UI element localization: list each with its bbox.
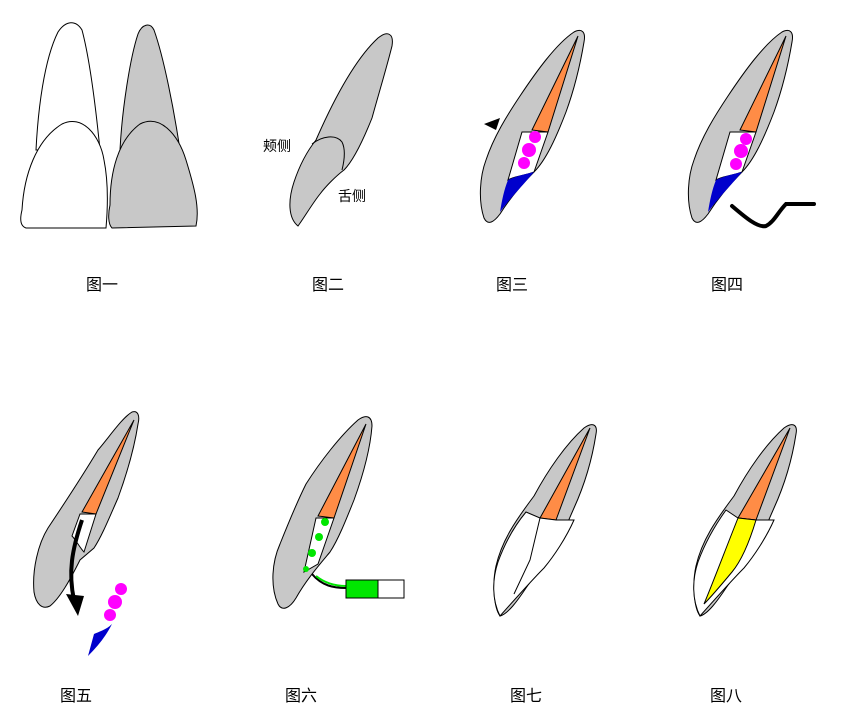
lingual-side-label: 舌侧	[338, 189, 366, 205]
tooth-before-white	[20, 22, 108, 229]
figure-1	[20, 22, 198, 229]
figure-3	[479, 29, 585, 223]
irrigant-drop	[308, 549, 316, 557]
removal-arrow-shaft	[69, 519, 84, 601]
figure-5	[33, 411, 140, 656]
caption-figure-4: 图四	[711, 275, 744, 294]
caption-figure-5: 图五	[60, 686, 93, 705]
cotton-pellet	[518, 157, 530, 169]
open-cavity	[303, 517, 335, 573]
tooth-after-gray	[108, 24, 198, 229]
figure-6	[272, 416, 405, 609]
open-cavity	[71, 513, 97, 553]
removed-filling	[88, 624, 112, 656]
cotton-pellet	[730, 158, 742, 170]
pulp-canal	[81, 419, 135, 515]
caption-figure-8: 图八	[710, 686, 743, 705]
cotton-pellet	[115, 583, 127, 595]
caption-figure-6: 图六	[285, 686, 318, 705]
restoration	[703, 517, 757, 605]
cotton-pellet	[740, 133, 752, 145]
caption-figure-3: 图三	[496, 275, 529, 294]
cotton-pellet	[104, 609, 116, 621]
syringe-barrel-filled	[345, 579, 379, 599]
cotton-pellet	[522, 143, 536, 157]
removal-arrowhead	[66, 594, 84, 616]
pulp-canal	[317, 423, 367, 519]
syringe-barrel-empty	[377, 579, 405, 599]
caption-figure-1: 图一	[86, 275, 119, 294]
cleaned-cavity	[493, 511, 575, 617]
pointer-arrowhead	[484, 118, 500, 130]
caption-figure-2: 图二	[312, 275, 345, 294]
temporary-filling	[500, 172, 534, 212]
cotton-pellet	[108, 595, 122, 609]
irrigant-drop	[315, 533, 323, 541]
buccal-side-label: 颊侧	[263, 139, 291, 155]
cotton-pellet	[529, 131, 541, 143]
caption-figure-7: 图七	[510, 686, 543, 705]
figure-8	[693, 424, 797, 617]
figure-4	[687, 29, 816, 229]
temporary-filling	[708, 172, 742, 212]
cotton-pellet	[734, 144, 748, 158]
irrigant-drop	[303, 566, 309, 572]
pulp-canal	[531, 35, 579, 133]
dental-explorer-instrument	[730, 202, 816, 229]
syringe-needle	[311, 573, 347, 589]
pulp-canal	[739, 35, 787, 133]
figure-2	[289, 33, 393, 227]
irrigant-drop	[321, 518, 329, 526]
figure-7	[493, 424, 597, 617]
